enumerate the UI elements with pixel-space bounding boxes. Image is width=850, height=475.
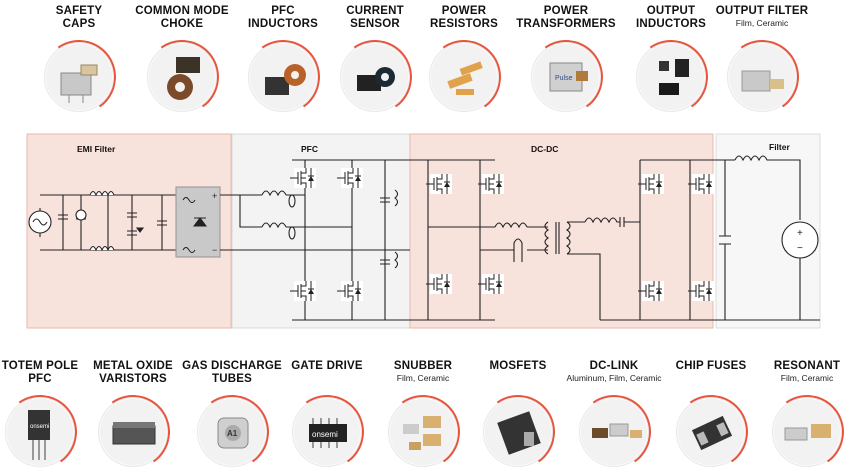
chip-fuse-icon <box>676 397 746 467</box>
category-label: OUTPUT FILTER <box>715 5 809 17</box>
mosfet-package-icon <box>483 397 553 467</box>
category-label: CURRENT <box>346 5 404 17</box>
svg-text:+: + <box>797 228 803 239</box>
pfc-label: PFC <box>301 144 318 154</box>
category-label: METAL OXIDE <box>93 360 173 372</box>
mosfet-switch-8 <box>638 174 664 194</box>
block-backgrounds <box>26 133 821 329</box>
output-filter-capacitor-icon <box>727 42 797 112</box>
category-subtitle: Film, Ceramic <box>780 373 834 383</box>
category-label: POWER <box>543 5 589 17</box>
to247-transistor-icon: onsemi <box>5 397 75 467</box>
category-label-line2: SENSOR <box>350 18 400 30</box>
category-label-line2: VARISTORS <box>99 373 167 385</box>
mosfet-switch-7 <box>478 274 504 294</box>
category-label: OUTPUT <box>646 5 696 17</box>
category-label: CHIP FUSES <box>675 360 747 372</box>
common-mode-choke-icon <box>147 42 217 112</box>
category-label-line2: RESISTORS <box>429 18 499 30</box>
mosfet-switch-3 <box>337 281 363 301</box>
category-label: RESONANT <box>773 360 841 372</box>
emi-filter-label: EMI Filter <box>77 144 116 154</box>
category-subtitle: Aluminum, Film, Ceramic <box>566 373 662 383</box>
dc-source-symbol: + − <box>797 228 803 254</box>
svg-text:+: + <box>212 191 217 201</box>
gas-discharge-tube-icon: A1 <box>197 397 267 467</box>
svg-text:−: − <box>212 245 217 255</box>
category-subtitle: Film, Ceramic <box>735 18 789 28</box>
category-label: TOTEM POLE <box>1 360 79 372</box>
output-inductor-icon <box>636 42 706 112</box>
svg-text:−: − <box>797 243 803 254</box>
current-sensor-icon <box>340 42 410 112</box>
safety-capacitor-icon <box>44 42 114 112</box>
dc-link-capacitor-icon <box>579 397 649 467</box>
mosfet-switch-5 <box>478 174 504 194</box>
category-label: GATE DRIVE <box>291 360 363 372</box>
category-label: POWER <box>441 5 487 17</box>
category-label: GAS DISCHARGE <box>182 360 282 372</box>
mosfet-switch-1 <box>337 168 363 188</box>
category-label: MOSFETS <box>489 360 547 372</box>
varistor-icon <box>98 397 168 467</box>
category-label: SNUBBER <box>393 360 453 372</box>
category-label-line2: INDUCTORS <box>248 18 318 30</box>
category-bottom_categories-3[interactable]: GATE DRIVE <box>277 360 377 373</box>
category-label-line2: CAPS <box>62 18 96 30</box>
category-label: PFC <box>271 5 295 17</box>
wiring <box>28 155 820 321</box>
mosfet-switches <box>290 168 714 301</box>
transformer-icon: Pulse <box>531 42 601 112</box>
snubber-capacitor-icon <box>388 397 458 467</box>
pfc-block <box>231 133 411 329</box>
category-label: SAFETY <box>55 5 103 17</box>
category-bottom_categories-7[interactable]: CHIP FUSES <box>661 360 761 373</box>
power-resistor-icon <box>429 42 499 112</box>
dcdc-block <box>409 133 714 329</box>
mosfet-switch-11 <box>688 281 714 301</box>
category-label: DC-LINK <box>589 360 639 372</box>
category-label-line2: TUBES <box>212 373 252 385</box>
pfc-inductor-icon <box>248 42 318 112</box>
mosfet-switch-9 <box>688 174 714 194</box>
category-label: COMMON MODE <box>135 5 229 17</box>
category-label-line2: TRANSFORMERS <box>516 18 616 30</box>
category-label-line2: CHOKE <box>160 18 204 30</box>
mosfet-switch-0 <box>290 168 316 188</box>
dcdc-label: DC-DC <box>531 144 558 154</box>
category-subtitle: Film, Ceramic <box>396 373 450 383</box>
filter-label: Filter <box>769 142 790 152</box>
category-label-line2: INDUCTORS <box>636 18 706 30</box>
resonant-capacitor-icon <box>772 397 842 467</box>
gate-driver-ic-icon: onsemi <box>292 397 362 467</box>
mosfet-switch-6 <box>426 274 452 294</box>
category-label-line2: PFC <box>28 373 52 385</box>
bridge-diode-symbols: + − <box>182 191 217 255</box>
mosfet-switch-10 <box>638 281 664 301</box>
mosfet-switch-4 <box>426 174 452 194</box>
category-bottom_categories-5[interactable]: MOSFETS <box>468 360 568 373</box>
mosfet-switch-2 <box>290 281 316 301</box>
